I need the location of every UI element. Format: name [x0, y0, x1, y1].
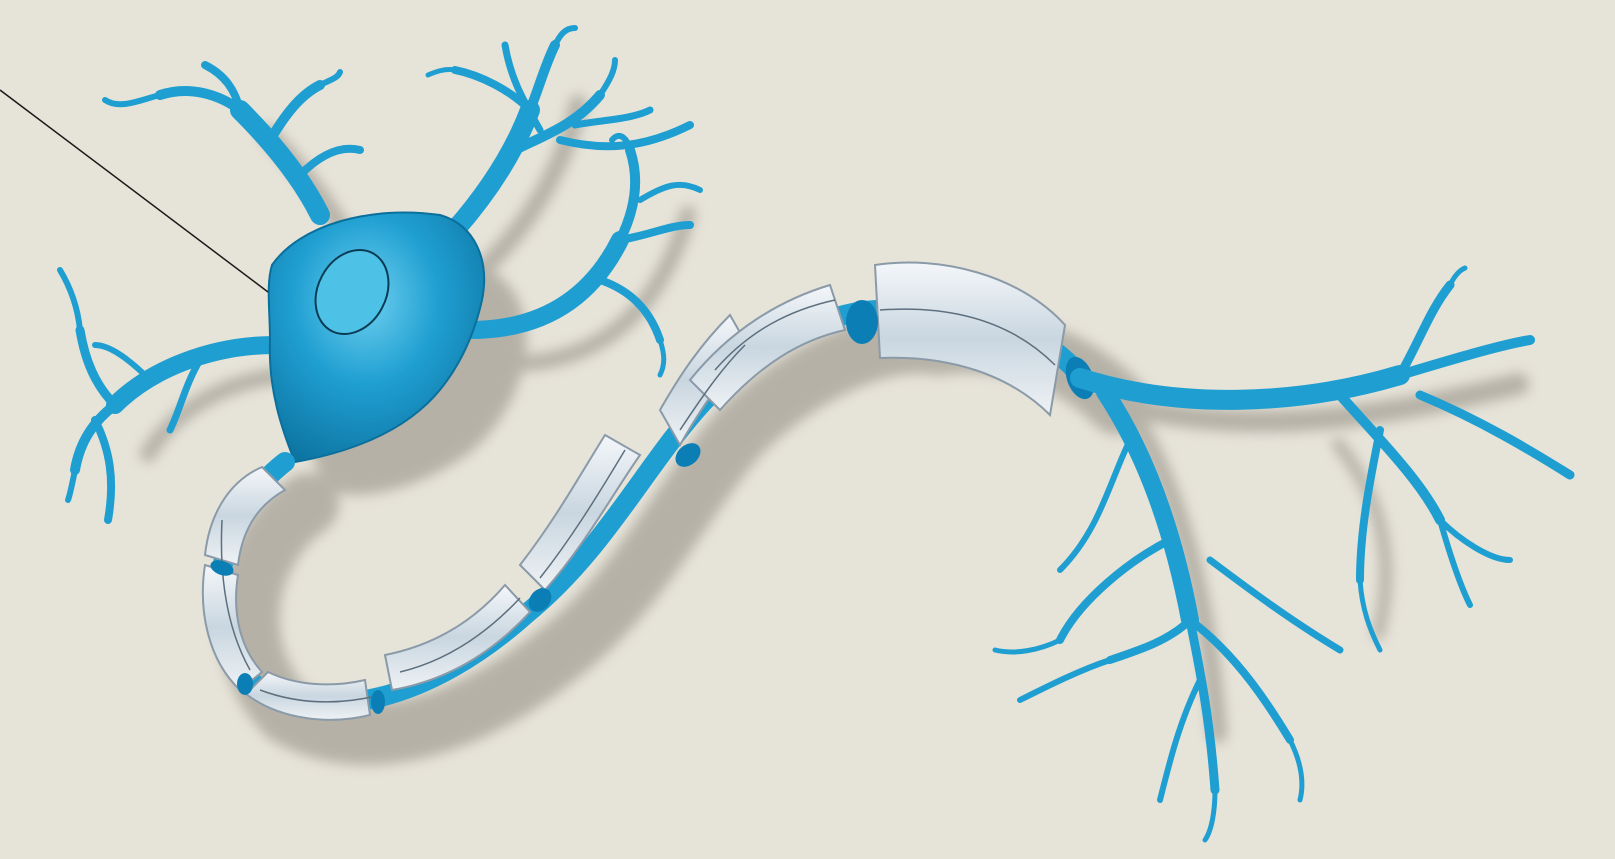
label-leader-line	[0, 90, 268, 292]
node-of-ranvier	[846, 300, 878, 344]
node-of-ranvier	[237, 673, 253, 695]
node-of-ranvier	[371, 690, 385, 714]
